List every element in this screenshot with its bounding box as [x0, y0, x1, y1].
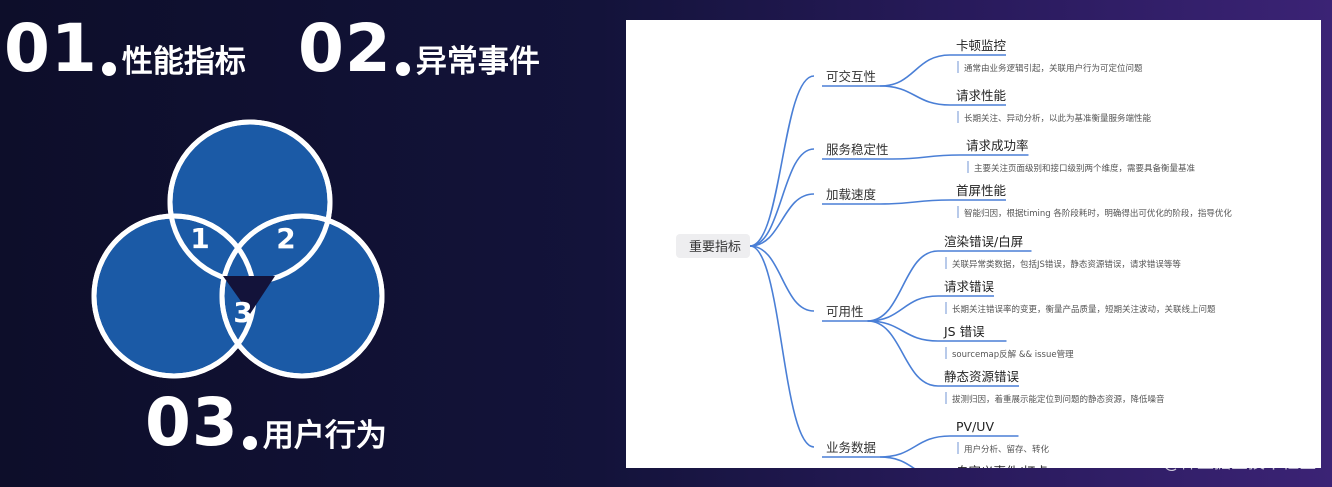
venn-label-1: 1 [190, 222, 209, 255]
mindmap-branch-label: 可用性 [826, 304, 864, 319]
mindmap-branch-label: 加载速度 [826, 187, 877, 202]
mindmap-node-desc: 长期关注错误率的变更，衡量产品质量，短期关注波动，关联线上问题 [952, 304, 1216, 315]
title-exception-events: 02 异常事件 [298, 16, 540, 82]
mindmap-node-title: 请求错误 [944, 279, 995, 294]
title-dot [242, 436, 257, 450]
venn-center-region [223, 276, 275, 314]
title-number: 01 [4, 10, 98, 87]
mindmap-node-desc: 主要关注页面级别和接口级别两个维度，需要具备衡量基准 [974, 163, 1196, 174]
mindmap-node-title: 自定义事件/打点 [956, 464, 1048, 468]
mindmap-node-desc: 拔测归因，着重展示能定位到问题的静态资源，降低噪音 [952, 394, 1165, 405]
mindmap-node-desc: 关联异常类数据，包括JS错误，静态资源错误，请求错误等等 [952, 259, 1181, 270]
mindmap-panel: 重要指标 可交互性 卡顿监控通常由业务逻辑引起，关联用户行为可定位问题请求性能长期关… [626, 20, 1321, 468]
mindmap-connector [879, 85, 951, 106]
mindmap-connector [879, 435, 951, 458]
mindmap-connector [867, 320, 939, 342]
mindmap-node-desc: sourcemap反解 && issue管理 [952, 349, 1074, 360]
mindmap-connector [867, 250, 939, 322]
mindmap-node-title: PV/UV [956, 419, 994, 434]
mindmap-branch-label: 服务稳定性 [826, 142, 889, 157]
title-number: 03 [145, 384, 239, 461]
mindmap-connector [892, 154, 961, 160]
mindmap-connector [749, 75, 815, 247]
mindmap-node-desc: 用户分析、留存、转化 [964, 444, 1050, 455]
mindmap: 重要指标 可交互性 卡顿监控通常由业务逻辑引起，关联用户行为可定位问题请求性能长期关… [676, 38, 1232, 468]
venn-label-3: 3 [233, 296, 252, 329]
title-text: 性能指标 [121, 44, 246, 80]
title-performance-metrics: 01 性能指标 [4, 16, 246, 82]
title-number: 02 [298, 10, 392, 87]
mindmap-connector [879, 456, 915, 468]
mindmap-connector [867, 320, 939, 387]
mindmap-connector [749, 245, 815, 448]
title-text: 用户行为 [262, 418, 387, 454]
mindmap-connector [749, 193, 815, 247]
mindmap-branch-label: 可交互性 [826, 69, 876, 84]
title-dot [101, 62, 116, 76]
venn-circle-right-outline [219, 213, 385, 379]
mindmap-root-box [676, 234, 750, 258]
mindmap-connector [879, 54, 951, 87]
venn-diagram: 1 2 3 [91, 119, 385, 379]
mindmap-node-title: 请求性能 [956, 88, 1007, 103]
mindmap-node-title: 请求成功率 [966, 138, 1029, 153]
mindmap-node-desc: 通常由业务逻辑引起，关联用户行为可定位问题 [964, 63, 1143, 74]
mindmap-node-title: 静态资源错误 [944, 369, 1020, 384]
mindmap-root-label: 重要指标 [689, 239, 741, 255]
mindmap-node-title: 卡顿监控 [956, 38, 1007, 53]
venn-label-2: 2 [276, 222, 295, 255]
title-text: 异常事件 [415, 44, 540, 80]
footer-brand: @稀土掘金技术社区 [1163, 453, 1316, 473]
mindmap-node-desc: 智能归因，根据timing 各阶段耗时，明确得出可优化的阶段，指导优化 [964, 208, 1232, 219]
mindmap-node-title: 渲染错误/白屏 [944, 234, 1023, 249]
mindmap-connector [879, 199, 951, 205]
title-user-behavior: 03 用户行为 [145, 390, 387, 456]
mindmap-node-desc: 长期关注、异动分析，以此为基准衡量服务端性能 [964, 113, 1152, 124]
mindmap-node-title: JS 错误 [943, 324, 985, 339]
mindmap-branch-label: 业务数据 [826, 440, 876, 455]
mindmap-connector [749, 148, 815, 247]
mindmap-connector [749, 245, 815, 312]
mindmap-connector [867, 295, 939, 322]
mindmap-node-title: 首屏性能 [956, 183, 1007, 198]
title-dot [395, 62, 410, 76]
